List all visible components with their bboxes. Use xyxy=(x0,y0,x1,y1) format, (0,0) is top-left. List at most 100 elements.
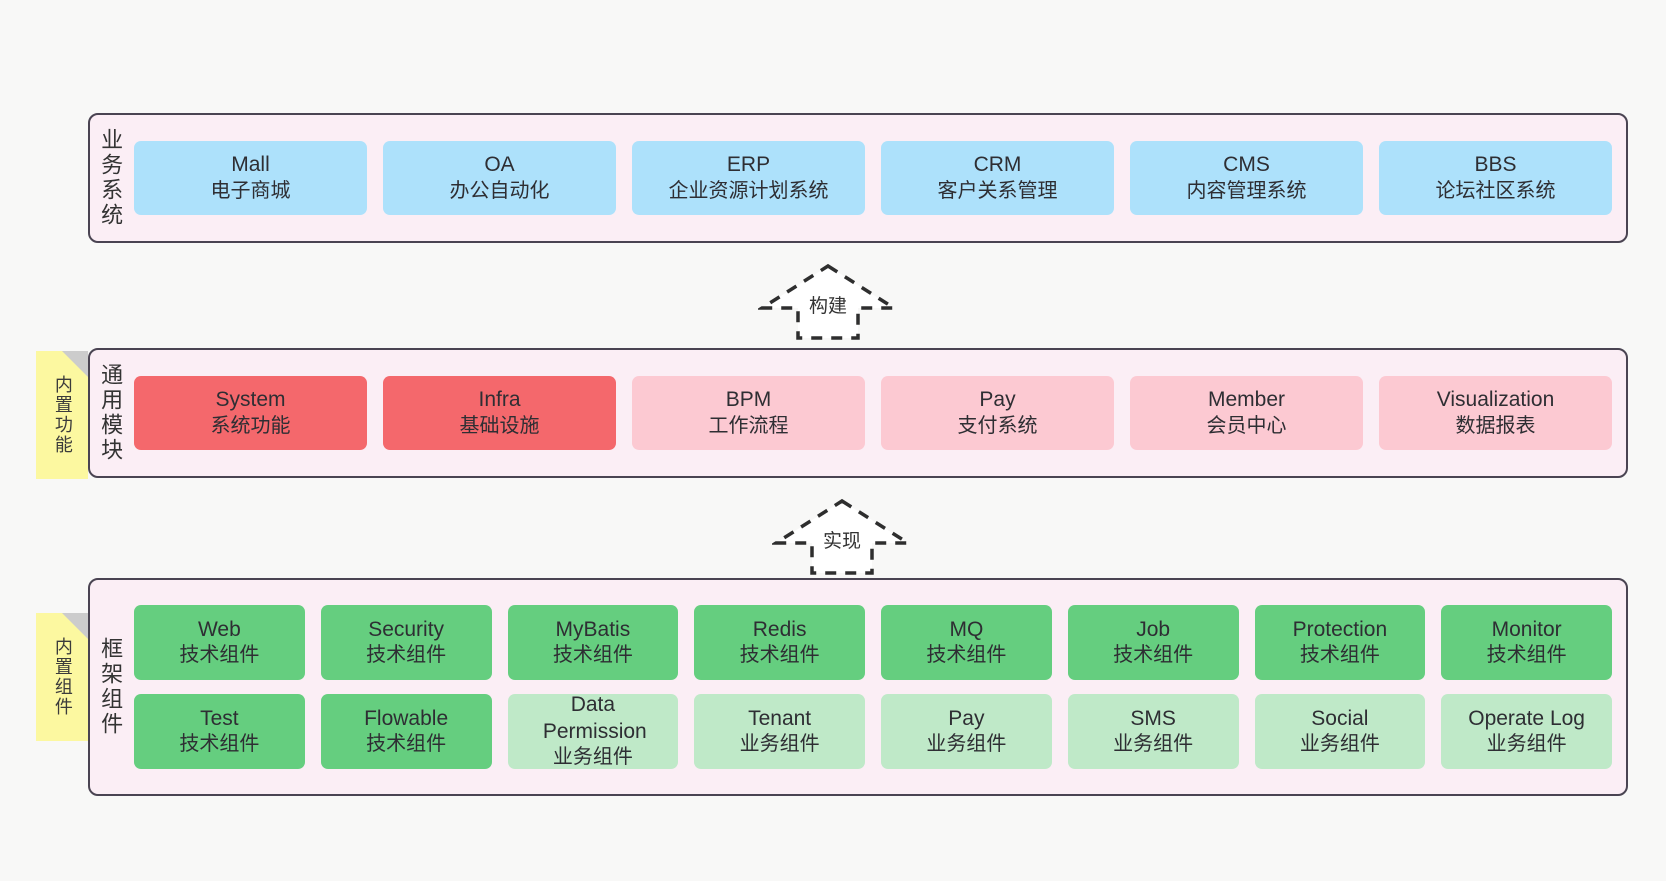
card-crm[interactable]: CRM 客户关系管理 xyxy=(881,141,1114,215)
card-title: System xyxy=(215,388,286,412)
card-subtitle: 系统功能 xyxy=(210,414,291,437)
card-oa[interactable]: OA 办公自动化 xyxy=(383,141,616,215)
card-subtitle: 办公自动化 xyxy=(449,179,550,202)
card-subtitle: 内容管理系统 xyxy=(1186,179,1307,202)
card-subtitle: 技术组件 xyxy=(1299,644,1380,667)
layer-body-framework-components: Web 技术组件 Security 技术组件 MyBatis 技术组件 Redi… xyxy=(130,580,1626,794)
card-title: Operate Log xyxy=(1468,706,1585,730)
card-flowable[interactable]: Flowable 技术组件 xyxy=(320,694,492,769)
card-subtitle: 技术组件 xyxy=(552,644,633,667)
card-cms[interactable]: CMS 内容管理系统 xyxy=(1130,141,1363,215)
card-subtitle: 业务组件 xyxy=(1486,733,1567,756)
layer-title-business-systems: 业务系统 xyxy=(98,128,124,228)
card-subtitle: 会员中心 xyxy=(1206,414,1287,437)
card-erp[interactable]: ERP 企业资源计划系统 xyxy=(632,141,865,215)
card-operate-log[interactable]: Operate Log 业务组件 xyxy=(1441,694,1612,769)
card-subtitle: 电子商城 xyxy=(210,179,291,202)
card-title: Infra xyxy=(478,388,521,412)
card-test[interactable]: Test 技术组件 xyxy=(134,694,305,769)
card-title: Visualization xyxy=(1436,388,1555,412)
card-visualization[interactable]: Visualization 数据报表 xyxy=(1379,376,1612,450)
card-mybatis[interactable]: MyBatis 技术组件 xyxy=(507,605,679,680)
card-title: ERP xyxy=(726,153,771,177)
card-title: Social xyxy=(1311,706,1369,730)
card-job[interactable]: Job 技术组件 xyxy=(1067,605,1239,680)
card-title: Pay xyxy=(948,706,985,730)
card-subtitle: 业务组件 xyxy=(739,733,820,756)
card-title: SMS xyxy=(1130,706,1176,730)
card-web[interactable]: Web 技术组件 xyxy=(134,605,305,680)
card-bbs[interactable]: BBS 论坛社区系统 xyxy=(1379,141,1612,215)
card-subtitle: 支付系统 xyxy=(957,414,1038,437)
card-title: MQ xyxy=(949,617,984,641)
card-subtitle: 技术组件 xyxy=(179,733,260,756)
arrow-up-outline-icon xyxy=(758,263,898,340)
card-title: MyBatis xyxy=(555,617,631,641)
card-subtitle: 业务组件 xyxy=(926,733,1007,756)
card-title: Test xyxy=(200,706,239,730)
card-title: Pay xyxy=(979,388,1016,412)
card-row: Mall 电子商城 OA 办公自动化 ERP 企业资源计划系统 CRM 客户关系… xyxy=(134,141,1612,215)
card-title: Job xyxy=(1136,617,1171,641)
card-subtitle: 基础设施 xyxy=(459,414,540,437)
sticky-note-label: 内置功能 xyxy=(52,375,73,455)
layer-framework-components: 框架组件 Web 技术组件 Security 技术组件 MyBatis 技术组件… xyxy=(88,578,1628,796)
card-subtitle: 客户关系管理 xyxy=(937,179,1058,202)
arrow-build: 构建 xyxy=(758,262,898,340)
card-subtitle: 工作流程 xyxy=(708,414,789,437)
card-title: Web xyxy=(197,617,241,641)
folded-corner-icon xyxy=(62,351,88,377)
folded-corner-icon xyxy=(62,613,88,639)
card-tenant[interactable]: Tenant 业务组件 xyxy=(694,694,865,769)
card-subtitle: 企业资源计划系统 xyxy=(668,179,829,202)
card-monitor[interactable]: Monitor 技术组件 xyxy=(1441,605,1612,680)
card-title: CRM xyxy=(973,153,1022,177)
card-data-permission[interactable]: Data Permission 业务组件 xyxy=(507,693,679,769)
card-row: Web 技术组件 Security 技术组件 MyBatis 技术组件 Redi… xyxy=(134,605,1612,680)
card-mq[interactable]: MQ 技术组件 xyxy=(881,605,1052,680)
sticky-note-builtin-components: 内置组件 xyxy=(36,613,88,741)
card-sms[interactable]: SMS 业务组件 xyxy=(1067,694,1239,769)
card-title: Member xyxy=(1207,388,1286,412)
card-pay[interactable]: Pay 支付系统 xyxy=(881,376,1114,450)
card-bpm[interactable]: BPM 工作流程 xyxy=(632,376,865,450)
card-title: Mall xyxy=(231,153,270,177)
layer-title-framework-components: 框架组件 xyxy=(98,637,124,737)
card-subtitle: 技术组件 xyxy=(1486,644,1567,667)
layer-common-modules: 通用模块 System 系统功能 Infra 基础设施 BPM 工作流程 Pay… xyxy=(88,348,1628,478)
card-subtitle: 业务组件 xyxy=(1113,733,1194,756)
card-row: System 系统功能 Infra 基础设施 BPM 工作流程 Pay 支付系统… xyxy=(134,376,1612,450)
card-title: Monitor xyxy=(1491,617,1562,641)
card-mall[interactable]: Mall 电子商城 xyxy=(134,141,367,215)
card-subtitle: 数据报表 xyxy=(1455,414,1536,437)
card-infra[interactable]: Infra 基础设施 xyxy=(383,376,616,450)
layer-body-business-systems: Mall 电子商城 OA 办公自动化 ERP 企业资源计划系统 CRM 客户关系… xyxy=(130,115,1626,241)
card-social[interactable]: Social 业务组件 xyxy=(1254,694,1426,769)
card-title: OA xyxy=(484,153,515,177)
card-title: BBS xyxy=(1474,153,1517,177)
card-subtitle: 业务组件 xyxy=(552,746,633,769)
card-subtitle: 论坛社区系统 xyxy=(1435,179,1556,202)
card-title: BPM xyxy=(725,388,772,412)
card-pay-component[interactable]: Pay 业务组件 xyxy=(881,694,1052,769)
card-subtitle: 技术组件 xyxy=(1113,644,1194,667)
layer-title-common-modules: 通用模块 xyxy=(98,363,124,463)
card-redis[interactable]: Redis 技术组件 xyxy=(694,605,865,680)
card-row: Test 技术组件 Flowable 技术组件 Data Permission … xyxy=(134,693,1612,769)
arrow-up-outline-icon xyxy=(772,498,912,575)
sticky-note-label: 内置组件 xyxy=(52,637,73,717)
card-title: Redis xyxy=(752,617,807,641)
card-security[interactable]: Security 技术组件 xyxy=(320,605,492,680)
card-title: Security xyxy=(368,617,445,641)
card-title: CMS xyxy=(1223,153,1270,177)
card-subtitle: 技术组件 xyxy=(926,644,1007,667)
card-protection[interactable]: Protection 技术组件 xyxy=(1254,605,1426,680)
card-member[interactable]: Member 会员中心 xyxy=(1130,376,1363,450)
card-subtitle: 业务组件 xyxy=(1299,733,1380,756)
card-system[interactable]: System 系统功能 xyxy=(134,376,367,450)
card-title: Data Permission xyxy=(542,693,647,743)
card-subtitle: 技术组件 xyxy=(739,644,820,667)
card-subtitle: 技术组件 xyxy=(366,733,447,756)
card-title: Protection xyxy=(1292,617,1388,641)
